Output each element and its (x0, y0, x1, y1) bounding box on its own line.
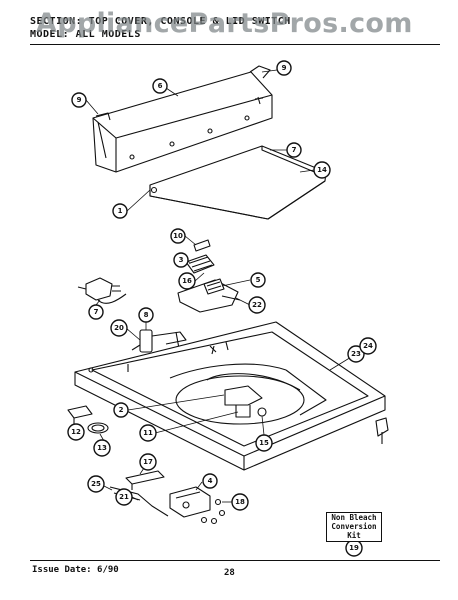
callout-1: 1 (112, 203, 128, 219)
non-bleach-kit-box: Non Bleach Conversion Kit (326, 512, 382, 542)
callout-19: 19 (345, 539, 363, 557)
top-cover (74, 321, 389, 471)
svg-text:1: 1 (118, 207, 123, 215)
svg-text:4: 4 (208, 477, 213, 485)
lid-switch-assembly (177, 239, 241, 313)
svg-text:2: 2 (119, 406, 124, 414)
svg-text:5: 5 (256, 276, 261, 284)
svg-text:22: 22 (252, 301, 262, 309)
callout-13: 13 (93, 439, 111, 457)
issue-date: Issue Date: 6/90 (32, 565, 119, 575)
callout-2: 2 (113, 402, 129, 418)
svg-text:10: 10 (173, 232, 183, 240)
svg-text:23: 23 (351, 350, 361, 358)
svg-text:25: 25 (91, 480, 101, 488)
console-panel (92, 65, 273, 173)
callout-7-lid-hinge: 7 (286, 142, 302, 158)
callout-6: 6 (152, 78, 168, 94)
callout-11: 11 (139, 424, 157, 442)
callout-22: 22 (248, 296, 266, 314)
footer-divider (30, 560, 440, 561)
callout-3: 3 (173, 252, 189, 268)
leader-lines (75, 69, 357, 546)
section-title: SECTION: TOP COVER, CONSOLE & LID SWITCH (30, 16, 291, 27)
page-number: 28 (224, 568, 235, 578)
lid (149, 145, 327, 220)
callout-24: 24 (359, 337, 377, 355)
kit-line-2: Conversion (331, 522, 377, 531)
svg-text:19: 19 (349, 544, 359, 552)
callout-12: 12 (67, 423, 85, 441)
callout-14: 14 (313, 161, 331, 179)
callout-8: 8 (138, 307, 154, 323)
callout-23: 23 (347, 345, 365, 363)
svg-text:13: 13 (97, 444, 107, 452)
callout-10: 10 (170, 228, 186, 244)
power-cord-plug (77, 277, 127, 304)
svg-text:7: 7 (94, 308, 99, 316)
callout-16: 16 (178, 272, 196, 290)
callout-25: 25 (87, 475, 105, 493)
callout-15: 15 (255, 434, 273, 452)
svg-text:17: 17 (143, 458, 153, 466)
svg-text:6: 6 (158, 82, 163, 90)
callout-18: 18 (231, 493, 249, 511)
svg-text:16: 16 (182, 277, 192, 285)
callout-9-left: 9 (71, 92, 87, 108)
svg-text:11: 11 (143, 429, 153, 437)
svg-text:9: 9 (282, 64, 287, 72)
svg-text:24: 24 (363, 342, 373, 350)
model-title: MODEL: ALL MODELS (30, 29, 141, 40)
kit-line-3: Kit (347, 531, 361, 540)
svg-text:18: 18 (235, 498, 245, 506)
svg-text:15: 15 (259, 439, 269, 447)
svg-text:3: 3 (179, 256, 184, 264)
svg-text:20: 20 (114, 324, 124, 332)
callout-21: 21 (115, 488, 133, 506)
svg-text:9: 9 (77, 96, 82, 104)
svg-text:12: 12 (71, 428, 81, 436)
bracket-and-clip (67, 405, 109, 434)
header-divider (30, 44, 440, 45)
callout-20: 20 (110, 319, 128, 337)
callout-9-top-right: 9 (276, 60, 292, 76)
svg-text:21: 21 (119, 493, 129, 501)
callout-4: 4 (202, 473, 218, 489)
svg-text:14: 14 (317, 166, 327, 174)
svg-text:8: 8 (144, 311, 149, 319)
callout-7-plug: 7 (88, 304, 104, 320)
callout-5: 5 (250, 272, 266, 288)
kit-line-1: Non Bleach (331, 513, 377, 522)
callout-17: 17 (139, 453, 157, 471)
svg-text:7: 7 (292, 146, 297, 154)
